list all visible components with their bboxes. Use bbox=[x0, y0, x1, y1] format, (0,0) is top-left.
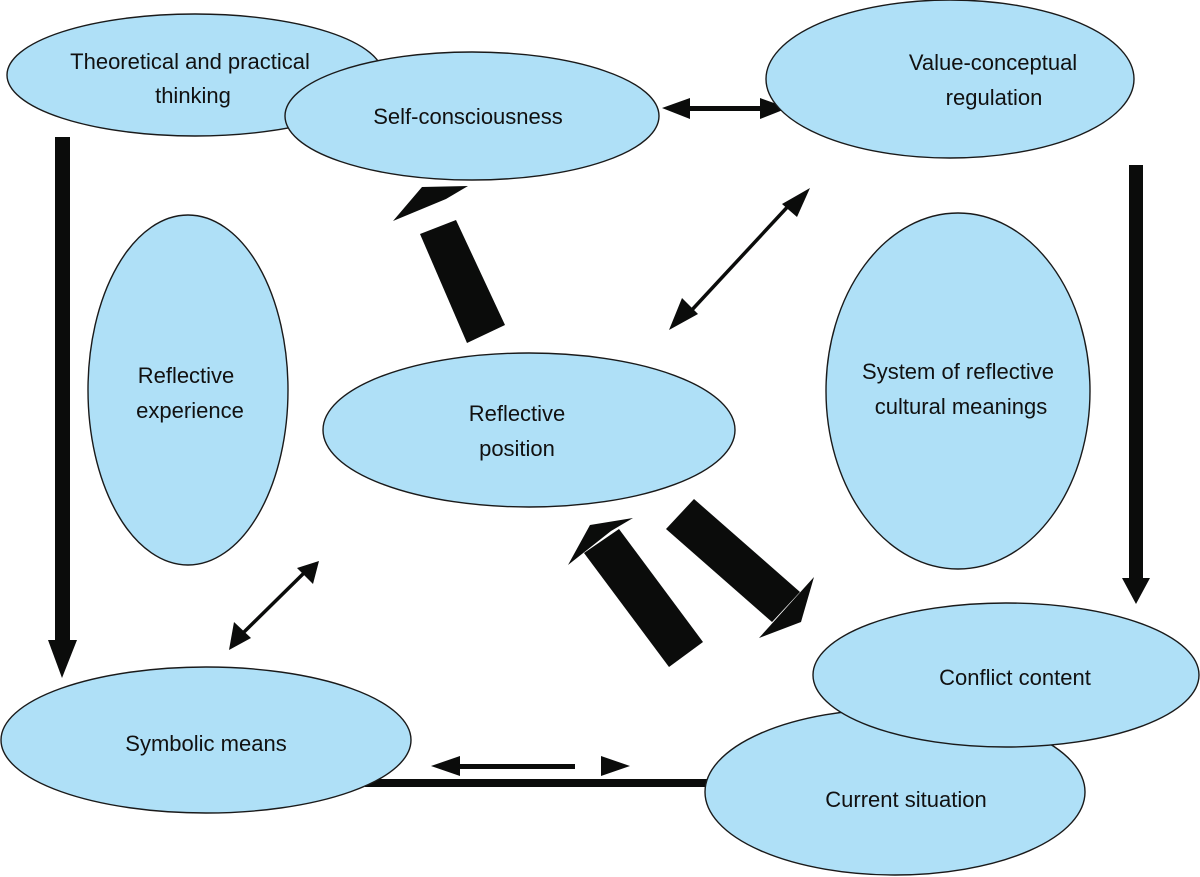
arrow-head bbox=[759, 577, 814, 638]
node-system-of-reflective-cultural-meanings: System of reflective cultural meanings bbox=[825, 212, 1091, 570]
arrow-head-right bbox=[760, 98, 788, 119]
arrow-shaft bbox=[584, 529, 703, 667]
arrow-shaft bbox=[688, 200, 794, 314]
double-arrow-symbolic-current bbox=[431, 756, 630, 776]
node-label: Theoretical and practical bbox=[70, 49, 310, 74]
node-label: experience bbox=[136, 398, 244, 423]
arrow-shaft bbox=[241, 570, 307, 635]
arrow-head-lower bbox=[669, 298, 698, 330]
bold-arrow-conflict-to-position bbox=[568, 518, 703, 667]
arrow-shaft bbox=[455, 764, 575, 769]
node-label: Current situation bbox=[825, 787, 986, 812]
arrow-head-upper bbox=[782, 188, 810, 217]
double-arrow-position-value bbox=[669, 188, 810, 330]
node-label: Symbolic means bbox=[125, 731, 286, 756]
arrow-head-upper bbox=[297, 561, 319, 584]
arrow-shaft bbox=[680, 106, 770, 111]
node-symbolic-means: Symbolic means bbox=[0, 666, 412, 814]
arrow-theoretical-to-symbolic bbox=[48, 137, 77, 678]
node-label: cultural meanings bbox=[875, 394, 1047, 419]
node-self-consciousness: Self-consciousness bbox=[284, 51, 660, 181]
node-value-conceptual-regulation: Value-conceptual regulation bbox=[765, 0, 1135, 159]
arrow-head-left bbox=[662, 98, 690, 119]
node-label: position bbox=[479, 436, 555, 461]
arrow-head bbox=[393, 186, 468, 221]
bold-arrow-position-to-conflict bbox=[666, 499, 814, 638]
arrow-shaft bbox=[1129, 165, 1143, 580]
arrow-shaft bbox=[55, 137, 70, 642]
node-current-situation: Current situation bbox=[704, 708, 1086, 876]
arrow-head-left bbox=[431, 756, 460, 776]
arrow-head-lower bbox=[229, 622, 251, 650]
double-arrow-symbolic-position bbox=[229, 561, 319, 650]
double-arrow-self-value bbox=[662, 98, 788, 119]
node-reflective-experience: Reflective experience bbox=[87, 214, 289, 566]
node-label: Self-consciousness bbox=[373, 104, 563, 129]
node-conflict-content: Conflict content bbox=[812, 602, 1200, 748]
arrow-head bbox=[1122, 578, 1150, 604]
node-label: regulation bbox=[946, 85, 1043, 110]
arrow-shaft bbox=[666, 499, 800, 622]
node-label: Conflict content bbox=[939, 665, 1091, 690]
node-label: Value-conceptual bbox=[909, 50, 1077, 75]
arrow-head bbox=[568, 518, 633, 565]
node-label: Reflective bbox=[469, 401, 566, 426]
node-label: System of reflective bbox=[862, 359, 1054, 384]
bold-arrow-position-to-self bbox=[393, 186, 505, 343]
arrow-value-to-conflict bbox=[1122, 165, 1150, 604]
arrow-head bbox=[48, 640, 77, 678]
node-reflective-position: Reflective position bbox=[322, 352, 736, 508]
node-label: Reflective bbox=[138, 363, 235, 388]
arrow-head-right bbox=[601, 756, 630, 776]
node-label: thinking bbox=[155, 83, 231, 108]
connector-line-symbolic-current bbox=[365, 779, 710, 787]
arrow-shaft bbox=[420, 220, 505, 343]
